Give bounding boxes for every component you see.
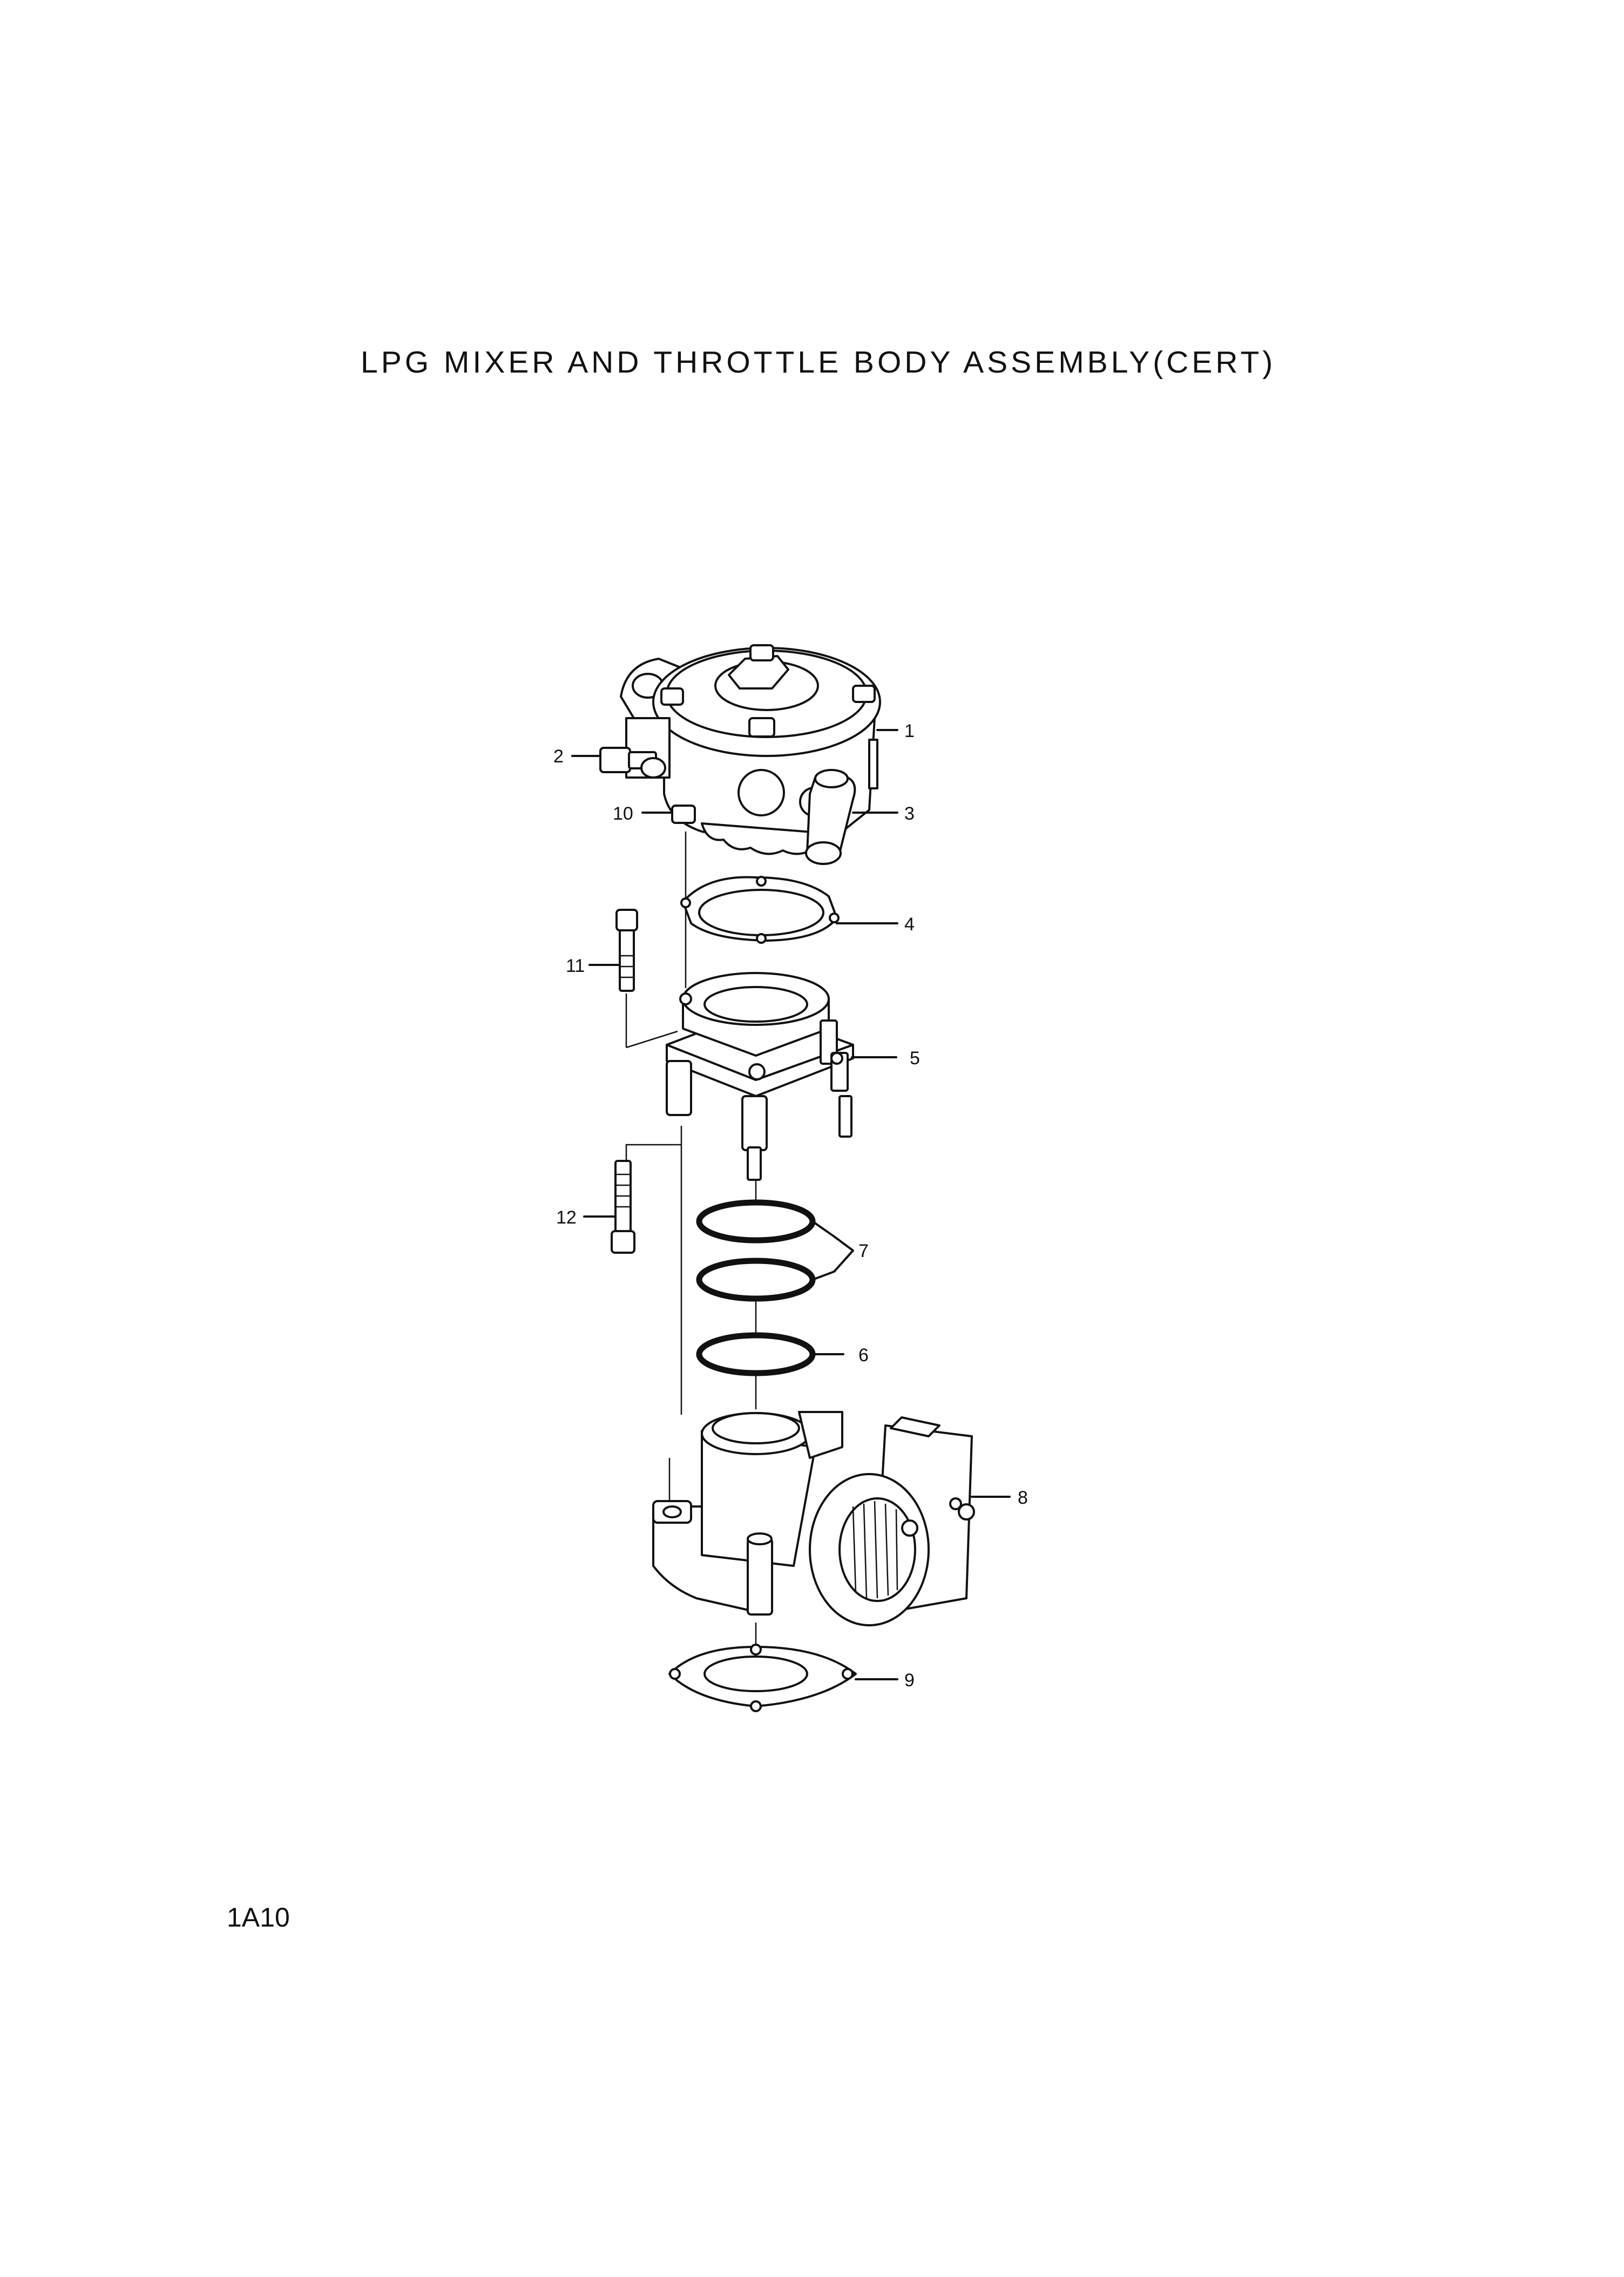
callout-9: 9 — [904, 1670, 915, 1691]
callout-12: 12 — [556, 1207, 577, 1228]
adapter-flange — [666, 972, 854, 1181]
callout-7: 7 — [858, 1241, 869, 1261]
diagram-title: LPG MIXER AND THROTTLE BODY ASSEMBLY(CER… — [361, 345, 1276, 380]
callout-6: 6 — [858, 1345, 869, 1366]
gasket-upper — [680, 876, 840, 944]
outlet-tube — [805, 769, 856, 865]
o-ring-7-upper — [696, 1199, 816, 1244]
callout-4: 4 — [904, 914, 915, 935]
callout-3: 3 — [904, 803, 915, 824]
o-ring-6 — [696, 1332, 816, 1376]
small-plug — [671, 805, 696, 824]
inlet-fitting — [599, 747, 666, 779]
bolt-11 — [615, 909, 638, 992]
throttle-body — [652, 1411, 975, 1626]
gasket-lower — [668, 1644, 857, 1712]
leader-lines — [571, 729, 1011, 1680]
callout-numbers: 1 2 3 4 5 6 7 8 9 10 11 12 — [553, 721, 1028, 1691]
page-code: 1A10 — [227, 1902, 290, 1933]
bolt-12 — [611, 1160, 635, 1254]
callout-8: 8 — [1018, 1488, 1028, 1508]
callout-1: 1 — [904, 721, 915, 741]
o-ring-7-lower — [696, 1258, 816, 1302]
callout-11: 11 — [566, 956, 585, 976]
callout-5: 5 — [910, 1048, 920, 1069]
callout-2: 2 — [553, 746, 564, 767]
callout-10: 10 — [613, 803, 633, 824]
